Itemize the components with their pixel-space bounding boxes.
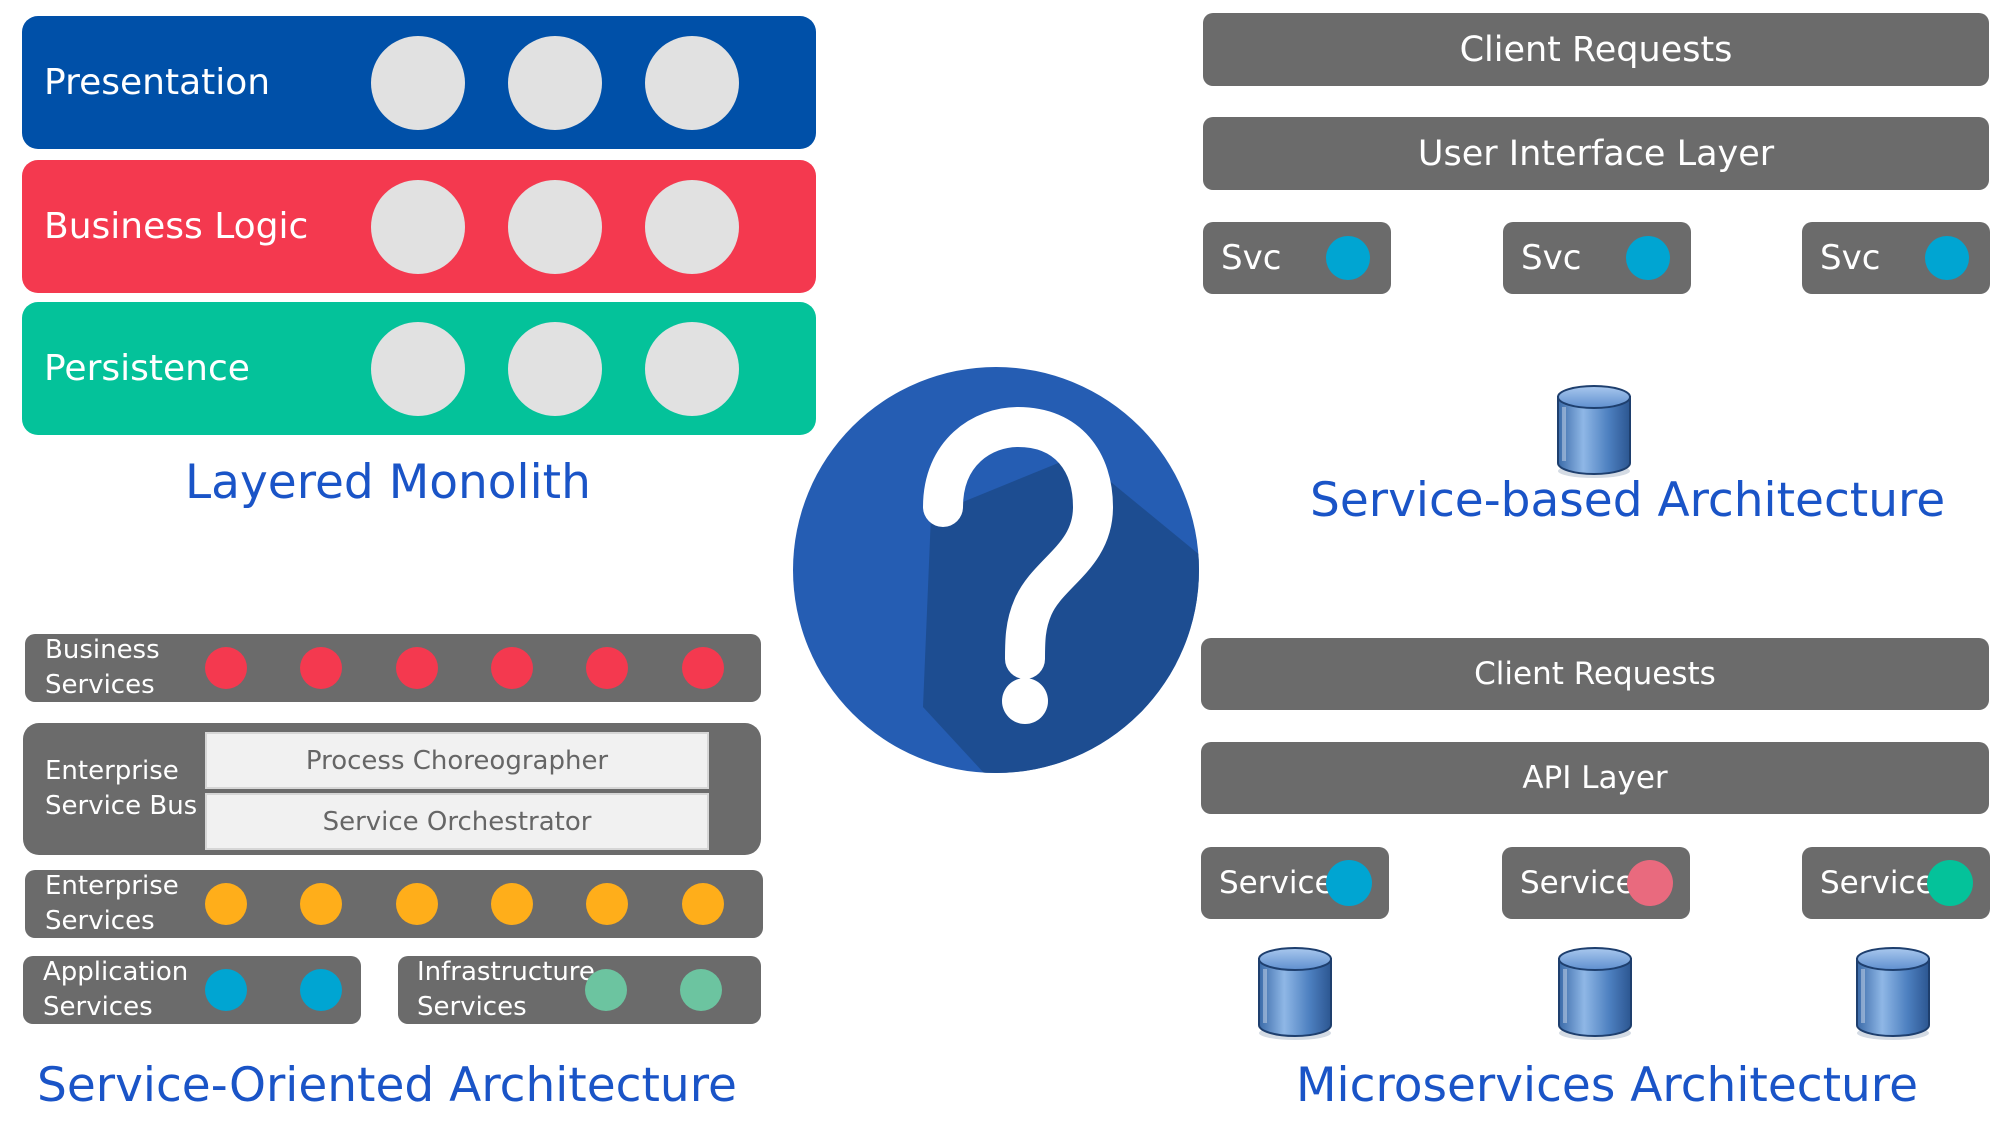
- service-dot: [205, 647, 247, 689]
- component-circle: [508, 180, 602, 274]
- service-dot: [682, 883, 724, 925]
- business-logic-label: Business Logic: [44, 206, 309, 247]
- service-dot: [491, 647, 533, 689]
- client-requests-bar: Client Requests: [1201, 638, 1989, 710]
- component-circle: [645, 322, 739, 416]
- service-box: Svc: [1203, 222, 1391, 294]
- service-dot: [682, 647, 724, 689]
- microservice-box: Service: [1502, 847, 1690, 919]
- microservice-dot: [1927, 860, 1973, 906]
- service-dot: [396, 883, 438, 925]
- service-dot: [205, 883, 247, 925]
- layered-monolith-caption: Layered Monolith: [185, 455, 591, 510]
- component-circle: [645, 36, 739, 130]
- service-dot: [586, 647, 628, 689]
- component-circle: [645, 180, 739, 274]
- persistence-layer: Persistence: [22, 302, 816, 435]
- service-orchestrator-label: Service Orchestrator: [322, 806, 592, 837]
- database-icon: [1853, 945, 1933, 1041]
- service-dot: [585, 969, 627, 1011]
- infrastructure-services-label: Infrastructure Services: [417, 957, 595, 1022]
- user-interface-layer-bar: User Interface Layer: [1203, 117, 1989, 190]
- enterprise-services-label: Enterprise Services: [45, 871, 179, 936]
- service-dot: [300, 883, 342, 925]
- presentation-components: [371, 36, 739, 130]
- database-icon: [1554, 383, 1634, 479]
- service-dot: [680, 969, 722, 1011]
- service-dot: [1925, 236, 1969, 280]
- presentation-label: Presentation: [44, 62, 271, 103]
- business-logic-layer: Business Logic: [22, 160, 816, 293]
- persistence-label: Persistence: [44, 348, 250, 389]
- business-services-row: Business Services: [25, 634, 761, 702]
- service-label: Svc: [1521, 238, 1582, 278]
- microservice-box: Service: [1802, 847, 1990, 919]
- component-circle: [371, 36, 465, 130]
- microservice-label: Service: [1520, 865, 1635, 901]
- api-layer-label: API Layer: [1522, 760, 1668, 796]
- presentation-layer: Presentation: [22, 16, 816, 149]
- service-dot: [300, 647, 342, 689]
- microservice-label: Service: [1820, 865, 1935, 901]
- service-dot: [1326, 236, 1370, 280]
- microservice-box: Service: [1201, 847, 1389, 919]
- service-dot: [1626, 236, 1670, 280]
- service-box: Svc: [1503, 222, 1691, 294]
- user-interface-layer-label: User Interface Layer: [1417, 133, 1775, 174]
- service-dot: [491, 883, 533, 925]
- business-logic-components: [371, 180, 739, 274]
- question-mark-icon: [793, 367, 1199, 773]
- service-based-caption: Service-based Architecture: [1310, 473, 1946, 528]
- infrastructure-services-row: Infrastructure Services: [398, 956, 761, 1024]
- soa-caption: Service-Oriented Architecture: [37, 1058, 737, 1113]
- component-circle: [371, 180, 465, 274]
- client-requests-bar: Client Requests: [1203, 13, 1989, 86]
- service-dot: [586, 883, 628, 925]
- application-services-row: Application Services: [23, 956, 361, 1024]
- service-label: Svc: [1820, 238, 1881, 278]
- component-circle: [371, 322, 465, 416]
- client-requests-label: Client Requests: [1459, 29, 1733, 70]
- microservices-caption: Microservices Architecture: [1296, 1058, 1919, 1113]
- component-circle: [508, 36, 602, 130]
- service-dot: [205, 969, 247, 1011]
- service-dot: [396, 647, 438, 689]
- service-orchestrator-box: Service Orchestrator: [205, 793, 709, 850]
- api-layer-bar: API Layer: [1201, 742, 1989, 814]
- client-requests-label: Client Requests: [1474, 656, 1716, 692]
- service-dot: [300, 969, 342, 1011]
- microservice-label: Service: [1219, 865, 1334, 901]
- process-choreographer-label: Process Choreographer: [305, 745, 609, 776]
- database-icon: [1555, 945, 1635, 1041]
- component-circle: [508, 322, 602, 416]
- business-services-label: Business Services: [45, 635, 160, 700]
- microservice-dot: [1326, 860, 1372, 906]
- application-services-label: Application Services: [43, 957, 189, 1022]
- microservice-dot: [1627, 860, 1673, 906]
- service-label: Svc: [1221, 238, 1282, 278]
- process-choreographer-box: Process Choreographer: [205, 732, 709, 789]
- enterprise-services-row: Enterprise Services: [25, 870, 763, 938]
- database-icon: [1255, 945, 1335, 1041]
- persistence-components: [371, 322, 739, 416]
- service-box: Svc: [1802, 222, 1990, 294]
- enterprise-service-bus-label: Enterprise Service Bus: [45, 756, 198, 821]
- enterprise-service-bus-row: Enterprise Service Bus Process Choreogra…: [23, 723, 761, 855]
